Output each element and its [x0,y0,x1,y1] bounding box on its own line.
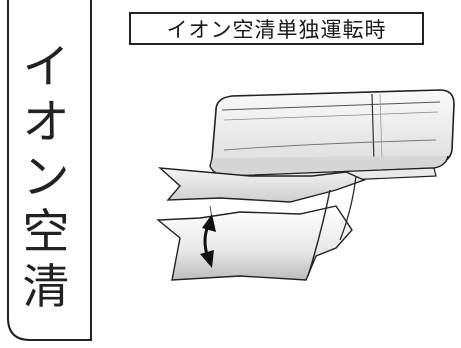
air-flow-upper [157,167,366,203]
air-conditioner-unit [209,89,455,187]
side-tab-char: オ [22,95,70,150]
side-tab-char: 空 [22,205,70,260]
up-down-arrow-icon [200,214,216,268]
side-tab-char: ン [22,150,70,205]
caption-label: イオン空清単独運転時 [166,17,387,42]
caption-box: イオン空清単独運転時 [129,12,424,45]
side-tab-char: イ [22,40,70,95]
air-conditioner-illustration [156,89,455,281]
side-tab-char: 清 [22,260,70,315]
side-tab-label: イ オ ン 空 清 [14,40,78,315]
air-flow-lower [156,205,353,281]
